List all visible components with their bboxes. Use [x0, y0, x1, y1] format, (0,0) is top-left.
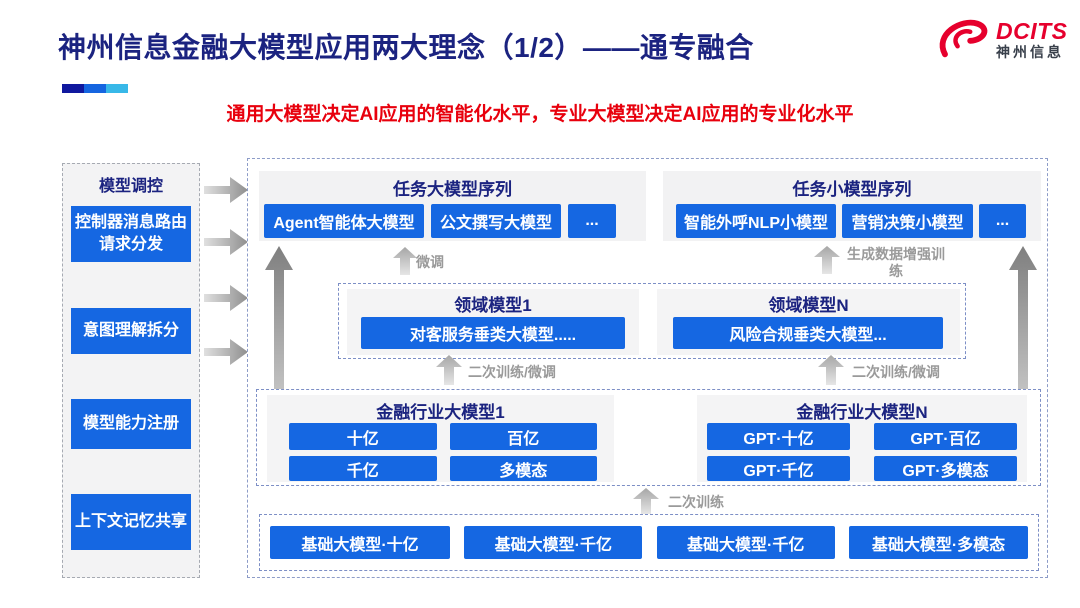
right-arrow-icon: [204, 229, 248, 255]
node-risk-compliance-vertical-model: 风险合规垂类大模型...: [673, 317, 943, 349]
group-title: 任务小模型序列: [792, 180, 912, 199]
node-100b-params: 千亿: [289, 456, 437, 481]
node-outbound-nlp-model: 智能外呼NLP小模型: [676, 204, 836, 238]
group-title: 任务大模型序列: [393, 180, 512, 199]
flow-label-finetune: 微调: [416, 254, 444, 270]
logo-brand-cn: 神州信息: [996, 43, 1064, 60]
node-customer-service-vertical-model: 对客服务垂类大模型.....: [361, 317, 625, 349]
domain-model-1-group: 领域模型1 对客服务垂类大模型.....: [347, 289, 639, 355]
node-more-ellipsis: ...: [979, 204, 1026, 238]
dcits-swoosh-icon: [936, 16, 990, 62]
accent-bar: [62, 84, 128, 93]
slide-subtitle: 通用大模型决定AI应用的智能化水平，专业大模型决定AI应用的专业化水平: [226, 104, 854, 125]
group-title: 金融行业大模型1: [376, 403, 505, 422]
group-title: 金融行业大模型N: [796, 403, 928, 422]
group-title: 领域模型N: [768, 296, 849, 315]
industry-models-box: 金融行业大模型1 十亿 百亿 千亿 多模态 金融行业大模型N GPT·十亿 GP…: [256, 389, 1041, 486]
logo-brand: DCITS: [996, 17, 1068, 44]
node-1b-params: 十亿: [289, 423, 437, 450]
task-large-model-group: 任务大模型序列 Agent智能体大模型 公文撰写大模型 ...: [259, 171, 646, 241]
domain-model-n-group: 领域模型N 风险合规垂类大模型...: [657, 289, 960, 355]
diagram-container: 任务大模型序列 Agent智能体大模型 公文撰写大模型 ... 任务小模型序列 …: [247, 158, 1048, 578]
accent-segment: [106, 84, 128, 93]
right-arrow-icon: [204, 285, 248, 311]
right-arrow-icon: [204, 177, 248, 203]
node-gpt-10b-params: GPT·百亿: [874, 423, 1017, 450]
flow-label-gen-data-augment: 生成数据增强训练: [847, 246, 945, 279]
node-document-writing-model: 公文撰写大模型: [431, 204, 561, 238]
industry-model-n-group: 金融行业大模型N GPT·十亿 GPT·百亿 GPT·千亿 GPT·多模态: [697, 395, 1027, 482]
sidebar-item-intent-split: 意图理解拆分: [71, 308, 191, 354]
sidebar-item-context-memory: 上下文记忆共享: [71, 494, 191, 550]
domain-models-box: 领域模型1 对客服务垂类大模型..... 领域模型N 风险合规垂类大模型...: [338, 283, 966, 359]
flow-label-secondary-train-finetune: 二次训练/微调: [468, 364, 556, 380]
group-title: 领域模型1: [454, 296, 532, 315]
task-small-model-group: 任务小模型序列 智能外呼NLP小模型 营销决策小模型 ...: [663, 171, 1041, 241]
sidebar-item-router-dispatch: 控制器消息路由请求分发: [71, 206, 191, 262]
up-arrow-icon: [818, 355, 844, 385]
up-arrow-icon: [1009, 246, 1037, 483]
node-base-model-1b: 基础大模型·十亿: [270, 526, 450, 559]
node-gpt-100b-params: GPT·千亿: [707, 456, 850, 481]
node-base-model-100b: 基础大模型·千亿: [656, 526, 835, 559]
industry-model-1-group: 金融行业大模型1 十亿 百亿 千亿 多模态: [267, 395, 614, 482]
node-more-ellipsis: ...: [568, 204, 616, 238]
accent-segment: [84, 84, 106, 93]
right-arrow-icon: [204, 339, 248, 365]
up-arrow-icon: [633, 488, 659, 514]
node-marketing-decision-model: 营销决策小模型: [842, 204, 973, 238]
dcits-logo: DCITS 神州信息: [936, 16, 1068, 62]
node-base-model-100b: 基础大模型·千亿: [464, 526, 643, 559]
node-gpt-multimodal: GPT·多模态: [874, 456, 1017, 481]
up-arrow-icon: [393, 247, 417, 275]
node-gpt-1b-params: GPT·十亿: [707, 423, 850, 450]
model-control-panel: 模型调控 控制器消息路由请求分发 意图理解拆分 模型能力注册 上下文记忆共享: [62, 163, 200, 578]
flow-label-secondary-train: 二次训练: [668, 494, 724, 510]
accent-segment: [62, 84, 84, 93]
node-multimodal: 多模态: [449, 456, 597, 481]
flow-label-secondary-train-finetune: 二次训练/微调: [852, 364, 940, 380]
sidebar-title: 模型调控: [98, 178, 163, 195]
sidebar-item-capability-register: 模型能力注册: [71, 399, 191, 449]
page-title: 神州信息金融大模型应用两大理念（1/2）——通专融合: [58, 32, 754, 63]
node-10b-params: 百亿: [449, 423, 597, 450]
node-agent-large-model: Agent智能体大模型: [264, 204, 424, 238]
up-arrow-icon: [265, 246, 293, 483]
base-models-box: 基础大模型·十亿 基础大模型·千亿 基础大模型·千亿 基础大模型·多模态: [259, 514, 1039, 571]
node-base-model-multimodal: 基础大模型·多模态: [848, 526, 1028, 559]
up-arrow-icon: [814, 246, 840, 274]
up-arrow-icon: [436, 355, 462, 385]
